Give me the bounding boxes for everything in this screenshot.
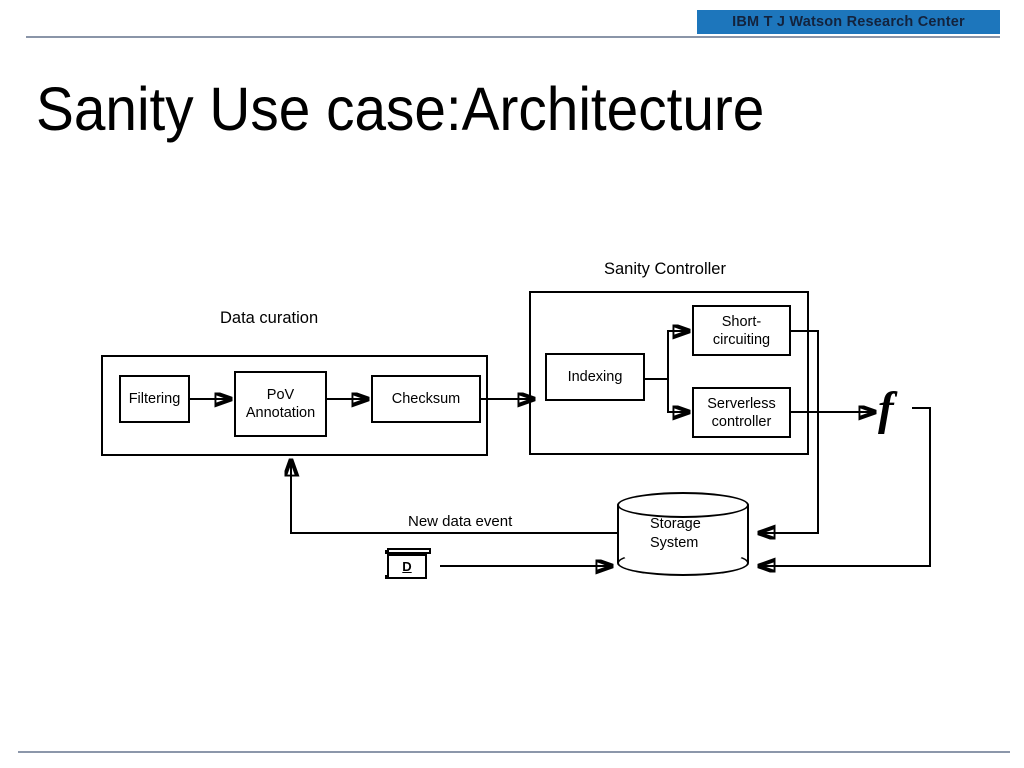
document-icon-label: D (387, 554, 427, 579)
research-center-banner: IBM T J Watson Research Center (697, 10, 1000, 34)
new-data-event-label: New data event (405, 513, 516, 530)
cylinder-top-ellipse (617, 492, 749, 518)
data-curation-caption: Data curation (220, 309, 319, 327)
storage-system-label: Storage System (617, 492, 749, 576)
node-short-circuiting-label-line1: Short- (721, 313, 762, 330)
node-indexing-label: Indexing (567, 369, 623, 385)
node-checksum[interactable]: Checksum (371, 375, 481, 423)
function-symbol-icon: f (878, 383, 894, 435)
node-serverless-controller[interactable]: Serverless controller (692, 387, 791, 438)
node-short-circuiting-label-line2: circuiting (712, 331, 771, 348)
cylinder-bottom-ellipse (617, 550, 749, 576)
data-curation-container (101, 355, 488, 456)
page-title: Sanity Use case:Architecture (36, 75, 765, 143)
header-divider-rule (26, 36, 1000, 38)
node-filtering[interactable]: Filtering (119, 375, 190, 423)
node-storage-system[interactable]: Storage System (617, 492, 749, 576)
document-icon-header-bar (387, 548, 431, 554)
node-serverless-controller-label-line1: Serverless (707, 395, 776, 412)
sanity-controller-caption: Sanity Controller (604, 260, 726, 278)
footer-divider-rule (18, 751, 1010, 753)
node-indexing[interactable]: Indexing (545, 353, 645, 401)
node-short-circuiting[interactable]: Short- circuiting (692, 305, 791, 356)
node-pov-annotation[interactable]: PoV Annotation (234, 371, 327, 437)
node-filtering-label: Filtering (128, 391, 181, 407)
node-pov-annotation-label-line1: PoV (266, 387, 295, 403)
storage-system-label-line1: Storage (650, 516, 701, 532)
node-serverless-controller-label-line2: controller (711, 413, 772, 430)
storage-system-label-line2: System (650, 535, 699, 551)
node-checksum-label: Checksum (391, 391, 461, 407)
node-pov-annotation-label-line2: Annotation (245, 405, 316, 421)
data-document-icon[interactable]: D (385, 548, 433, 582)
